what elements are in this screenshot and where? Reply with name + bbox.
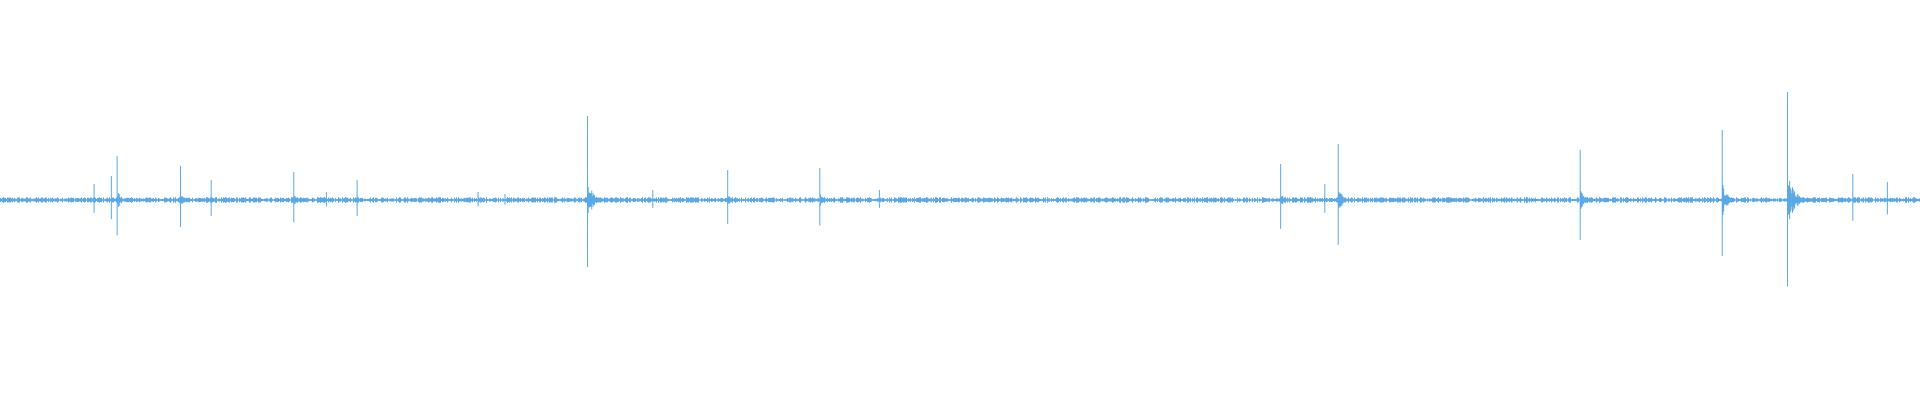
- waveform-peak: [587, 116, 604, 268]
- waveform-peak: [116, 156, 128, 236]
- waveform-peak: [1787, 92, 1807, 287]
- waveform-peak: [1579, 150, 1592, 240]
- waveform-peak: [878, 190, 885, 208]
- waveform-peak: [504, 194, 510, 205]
- waveform-peak: [293, 172, 302, 223]
- waveform-peak: [1886, 182, 1895, 215]
- waveform-peak: [1852, 174, 1861, 221]
- waveform-peak: [179, 166, 190, 228]
- waveform-peak: [819, 168, 829, 226]
- waveform-peak: [727, 170, 736, 224]
- waveform-peak: [1280, 164, 1290, 229]
- waveform-peaks: [93, 92, 1895, 287]
- waveform-peak: [477, 192, 484, 207]
- waveform-peak: [325, 192, 332, 207]
- waveform-peak: [1324, 184, 1331, 213]
- waveform-noise-path: [0, 197, 1920, 203]
- waveform-peak: [356, 180, 364, 216]
- waveform-peak: [1337, 144, 1350, 245]
- waveform-noise: [0, 197, 1920, 203]
- waveform-peak: [652, 190, 659, 208]
- waveform-peak: [210, 180, 218, 216]
- waveform-peak: [93, 184, 101, 213]
- waveform-peak: [1721, 130, 1737, 256]
